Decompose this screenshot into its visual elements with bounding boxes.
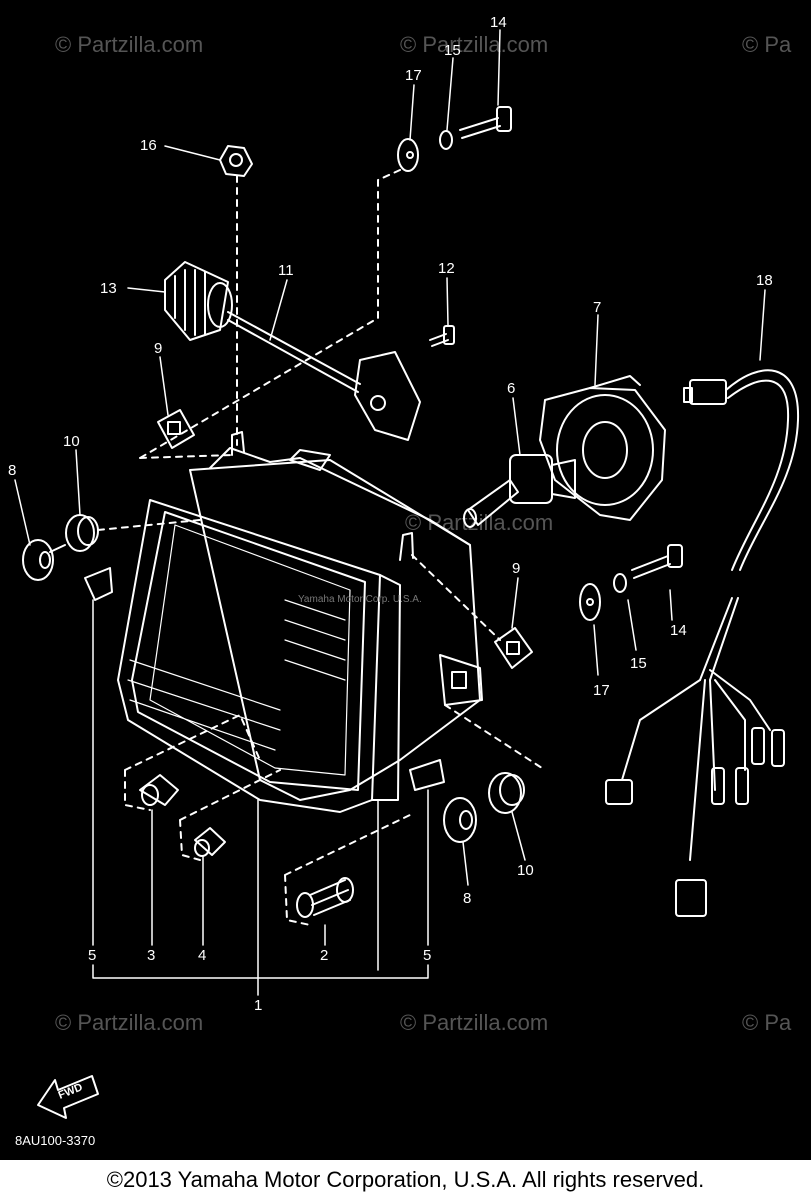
watermark: © Pa [742,32,792,57]
callout-5: 5 [423,947,431,964]
copyright-footer: ©2013 Yamaha Motor Corporation, U.S.A. A… [0,1160,811,1200]
part-11-adjust-rod [227,311,361,393]
part-12-screw [429,325,455,347]
callout-17: 17 [593,682,610,699]
callout-10: 10 [63,433,80,450]
part-15-lock-washer [439,130,453,150]
guide-line [179,769,281,861]
part-17-washer [579,583,601,621]
part-5-clip [409,759,445,791]
guide-line [124,714,261,811]
watermarks: © Partzilla.com © Partzilla.com © Pa © P… [55,32,792,1035]
callout-8: 8 [8,462,16,479]
part-18-wire-harness [605,369,800,917]
part-9-grommet [157,409,195,449]
callout-11: 11 [278,262,294,279]
part-16-cap-nut [219,145,253,177]
callout-10: 10 [517,862,534,879]
callout-18: 18 [756,272,773,289]
callout-3: 3 [147,947,155,964]
part-13-adjust-knob [164,261,233,341]
callout-13: 13 [100,280,117,297]
part-10-grommet [65,514,99,552]
part-14-bolt [631,544,683,579]
watermark: © Partzilla.com [400,1010,548,1035]
guide-line [139,169,401,459]
callout-15: 15 [444,42,461,59]
headlight-unit: Yamaha Motor Corp. U.S.A. [117,431,483,813]
watermark: © Partzilla.com [55,1010,203,1035]
watermark: © Partzilla.com [55,32,203,57]
callout-14: 14 [670,622,687,639]
callout-8: 8 [463,890,471,907]
guide-line [284,814,411,926]
callout-9: 9 [512,560,520,577]
part-6-bulb [463,454,576,528]
callout-2: 2 [320,947,328,964]
callout-14: 14 [490,14,507,31]
guide-line [97,519,201,531]
callout-9: 9 [154,340,162,357]
callout-12: 12 [438,260,455,277]
part-5-clip [84,567,113,601]
watermark: © Partzilla.com [405,510,553,535]
guide-line [411,554,501,641]
part-8-damper [443,797,477,843]
fwd-arrow-icon: FWD [37,1075,99,1119]
callout-16: 16 [140,137,157,154]
watermark: © Pa [742,1010,792,1035]
callout-15: 15 [630,655,647,672]
embossed-text: Yamaha Motor Corp. U.S.A. [298,594,422,605]
adjuster-bracket [354,351,421,441]
part-3-pivot [139,774,179,806]
callout-1: 1 [254,997,262,1014]
part-8-damper [22,539,66,581]
part-code: 8AU100-3370 [15,1133,95,1148]
part-9-grommet [494,627,533,669]
leader-lines [14,29,766,996]
callout-5: 5 [88,947,96,964]
part-4-pivot-sleeve [194,827,226,857]
guide-line [444,704,546,771]
callout-6: 6 [507,380,515,397]
callout-4: 4 [198,947,206,964]
watermark: © Partzilla.com [400,32,548,57]
callout-7: 7 [593,299,601,316]
callout-labels: 14 15 17 16 12 11 13 18 7 9 6 10 8 9 14 … [8,14,773,1014]
part-10-grommet [488,772,525,814]
part-7-bulb-cover [539,375,666,521]
callout-17: 17 [405,67,422,84]
part-17-washer [397,138,419,172]
part-15-lock-washer [613,573,627,593]
fwd-label: FWD [57,1081,85,1102]
part-2-spring [296,877,354,918]
part-14-bolt [459,106,512,139]
guide-line [139,454,233,459]
